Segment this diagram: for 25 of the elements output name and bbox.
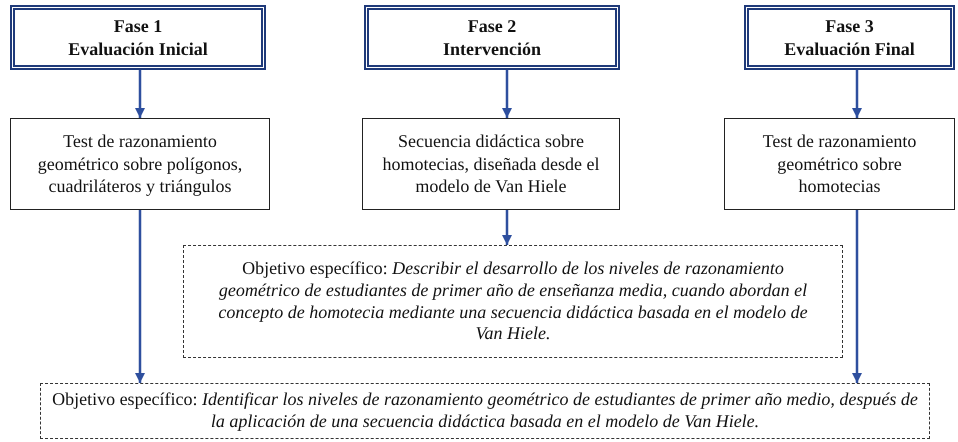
phase-number: Fase 3 xyxy=(825,15,874,38)
phase-title: Intervención xyxy=(443,38,541,60)
arrow xyxy=(502,70,512,118)
arrow xyxy=(135,70,145,118)
objective-box xyxy=(183,245,843,358)
phase-box xyxy=(10,5,266,70)
process-box xyxy=(724,118,955,210)
box-text: Objetivo específico: Describir el desarrollo de los niveles de razonamiento geométrico de estudiantes de primer año de enseñanza media, cuando abordan el concepto de homotecia mediante una secuencia didáctica basada en el modelo de Van Hiele. xyxy=(217,258,809,346)
box-text: Test de razonamiento geométrico sobre polígonos, cuadriláteros y triángulos xyxy=(36,130,244,198)
phase-number: Fase 2 xyxy=(468,15,516,38)
box-text: Test de razonamiento geométrico sobre homotecias xyxy=(762,130,918,198)
arrow xyxy=(135,210,145,383)
phase-box xyxy=(364,5,620,70)
phase-box xyxy=(744,5,955,70)
arrow xyxy=(502,210,512,245)
objective-box xyxy=(40,383,930,439)
phase-number: Fase 1 xyxy=(114,15,162,38)
arrow xyxy=(852,70,862,118)
phase-title: Evaluación Final xyxy=(784,38,915,60)
process-box xyxy=(362,118,620,210)
phase-title: Evaluación Inicial xyxy=(68,38,208,60)
arrow xyxy=(852,210,862,383)
box-text: Objetivo específico: Identificar los niveles de razonamiento geométrico de estudiantes de primer año medio, después de la aplicación de una secuencia didáctica basada en el modelo de Van Hiele. xyxy=(51,389,919,433)
process-box xyxy=(10,118,270,210)
box-text: Secuencia didáctica sobre homotecias, diseñada desde el modelo de Van Hiele xyxy=(382,130,600,198)
